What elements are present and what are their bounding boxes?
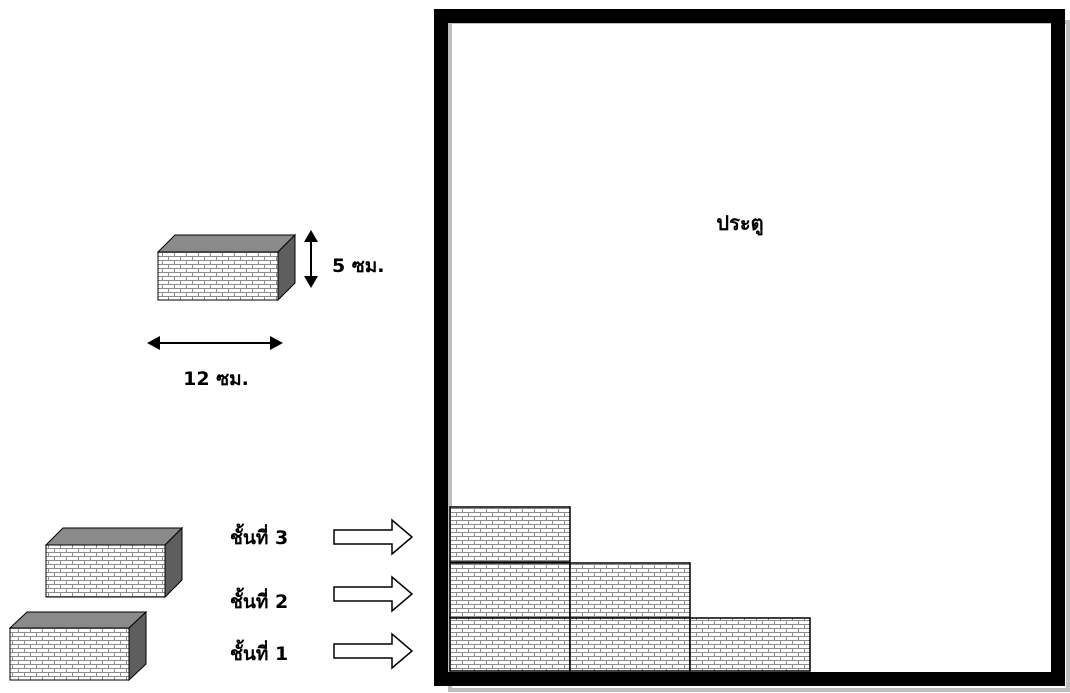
stack-brick: [449, 562, 571, 619]
arrow-down-icon: [304, 276, 318, 288]
loose-brick: [44, 526, 184, 599]
layer-3-marker: ชั้นที่ 3: [230, 518, 414, 556]
layer-2-marker: ชั้นที่ 2: [230, 575, 414, 613]
brick-top-face: [156, 234, 297, 253]
layer-label: ชั้นที่ 2: [230, 587, 288, 613]
arrow-right-icon: [333, 575, 414, 613]
door-label: ประตู: [716, 211, 763, 237]
width-dimension: 12 ซม.: [147, 336, 283, 390]
layer-label: ชั้นที่ 3: [230, 523, 288, 549]
brick-front-face: [157, 251, 279, 301]
arrow-up-icon: [304, 230, 318, 242]
arrow-right-icon: [333, 518, 414, 556]
width-label: 12 ซม.: [183, 368, 249, 390]
stack-brick: [569, 562, 691, 619]
layer-1-marker: ชั้นที่ 1: [230, 632, 414, 670]
stack-brick: [449, 617, 571, 672]
loose-brick: [8, 610, 148, 682]
arrow-right-icon: [270, 336, 283, 350]
arrow-right-icon: [333, 632, 414, 670]
stack-brick: [569, 617, 691, 672]
arrow-left-icon: [147, 336, 160, 350]
height-label: 5 ซม.: [332, 255, 384, 277]
door-border: [434, 9, 1065, 686]
sample-brick: [156, 233, 297, 302]
brick-stack: [449, 506, 811, 672]
stack-brick: [689, 617, 811, 672]
door-frame: ประตู: [434, 9, 1070, 692]
layer-label: ชั้นที่ 1: [230, 639, 288, 665]
stack-brick: [449, 506, 571, 563]
height-dimension: 5 ซม.: [304, 230, 384, 288]
